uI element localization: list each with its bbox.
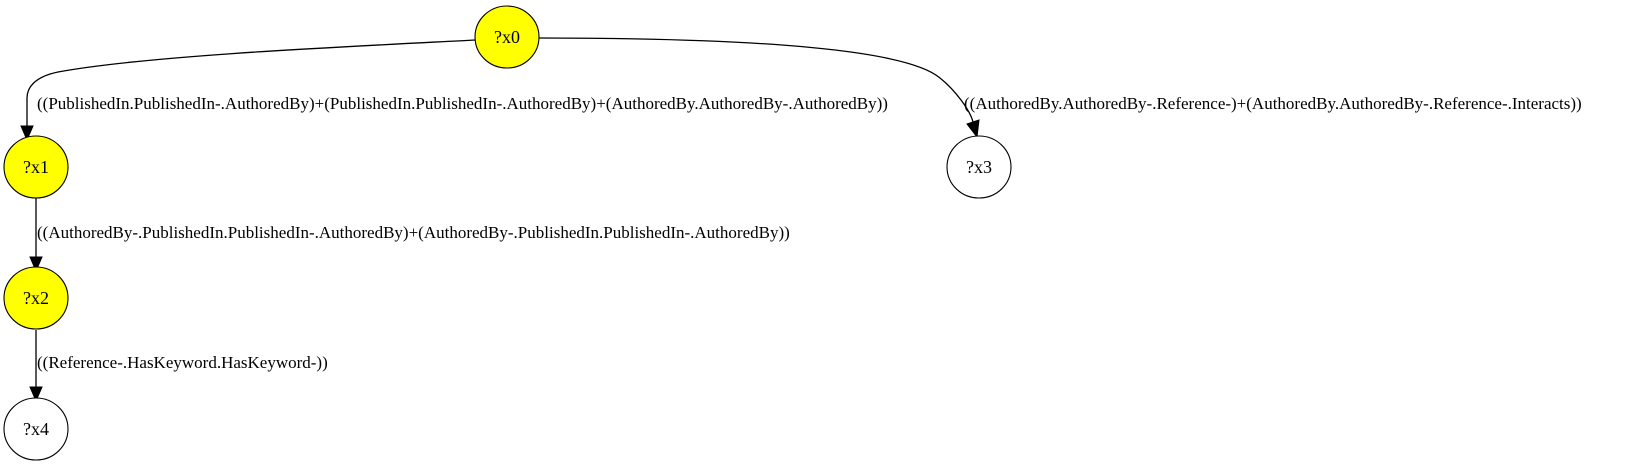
edge-x0-x3-arrowhead — [966, 119, 980, 139]
node-x0-label: ?x0 — [494, 27, 520, 47]
node-x2-circle — [3, 266, 69, 330]
node-x3-label: ?x3 — [966, 157, 992, 177]
edge-x0-x1: ((PublishedIn.PublishedIn-.AuthoredBy)+(… — [20, 39, 888, 142]
node-x0: ?x0 — [474, 5, 540, 69]
node-x2-label: ?x2 — [23, 288, 49, 308]
edge-x1-x2: ((AuthoredBy-.PublishedIn.PublishedIn-.A… — [29, 198, 790, 273]
node-x1-label: ?x1 — [23, 157, 49, 177]
node-x3: ?x3 — [946, 135, 1012, 199]
edge-x0-x1-arrowhead — [20, 125, 34, 142]
edge-x2-x4-arrowhead — [29, 386, 43, 403]
node-x2: ?x2 — [3, 266, 69, 330]
node-x4-label: ?x4 — [23, 419, 49, 439]
node-x1-circle — [3, 135, 69, 199]
edge-x1-x2-arrowhead — [29, 256, 43, 273]
edge-x0-x1-line — [26, 39, 477, 126]
node-x3-circle — [946, 135, 1012, 199]
edge-x0-x3-line — [538, 37, 974, 123]
node-x4-circle — [3, 397, 69, 461]
edge-x0-x3: ((AuthoredBy.AuthoredBy-.Reference-)+(Au… — [538, 37, 1582, 139]
edge-x0-x3-label: ((AuthoredBy.AuthoredBy-.Reference-)+(Au… — [964, 94, 1582, 113]
node-x1: ?x1 — [3, 135, 69, 199]
edge-x2-x4-label: ((Reference-.HasKeyword.HasKeyword-)) — [37, 353, 328, 372]
edge-x1-x2-label: ((AuthoredBy-.PublishedIn.PublishedIn-.A… — [37, 223, 790, 242]
edge-x2-x4: ((Reference-.HasKeyword.HasKeyword-)) — [29, 330, 328, 403]
node-x0-circle — [474, 5, 540, 69]
edge-x0-x1-label: ((PublishedIn.PublishedIn-.AuthoredBy)+(… — [37, 94, 888, 113]
node-x4: ?x4 — [3, 397, 69, 461]
